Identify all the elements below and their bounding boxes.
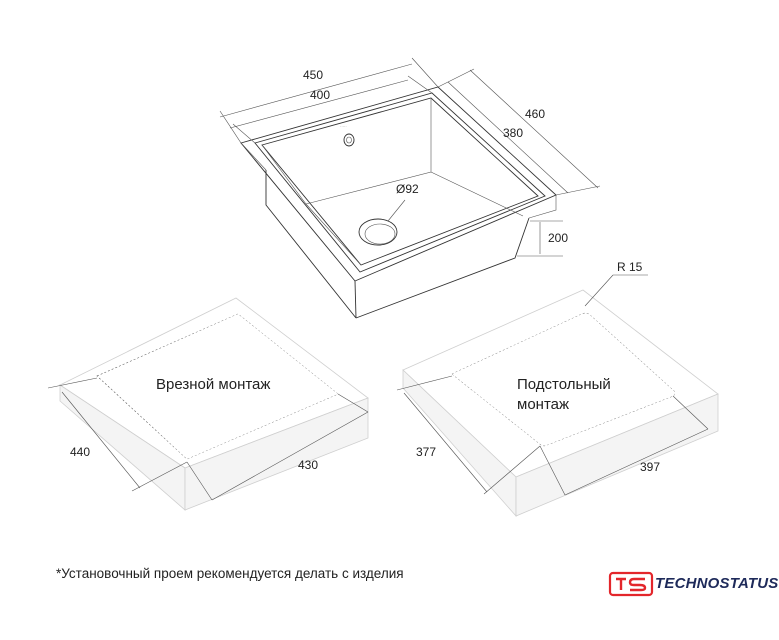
technostatus-logo-icon [608,571,654,597]
undermount-drawing: Подстольный монтаж R 15 377 397 [396,260,719,518]
mortise-label: Врезной монтаж [156,376,270,393]
width-inner-label: 400 [310,88,330,102]
svg-text:·····: ····· [340,124,347,129]
brand-name: TECHNOSTATUS [655,575,779,592]
undermount-label-line2: монтаж [517,396,569,413]
depth-inner-label: 380 [503,126,523,140]
sink-drawing: ····· Ø92 [240,86,557,319]
undermount-width-label: 397 [640,460,660,474]
mortise-width-label: 430 [298,458,318,472]
undermount-label-line1: Подстольный [517,376,611,393]
mortise-drawing: Врезной монтаж 440 430 [47,297,369,511]
depth-outer-label: 460 [525,107,545,121]
undermount-depth-label: 377 [416,445,436,459]
drain-diameter-label: Ø92 [396,182,419,196]
height-label: 200 [548,231,568,245]
mortise-depth-label: 440 [70,445,90,459]
installation-footnote: *Установочный проем рекомендуется делать… [56,566,404,581]
radius-label: R 15 [617,260,643,274]
width-outer-label: 450 [303,68,323,82]
sink-dimensions: 450 400 460 380 200 [219,57,601,257]
